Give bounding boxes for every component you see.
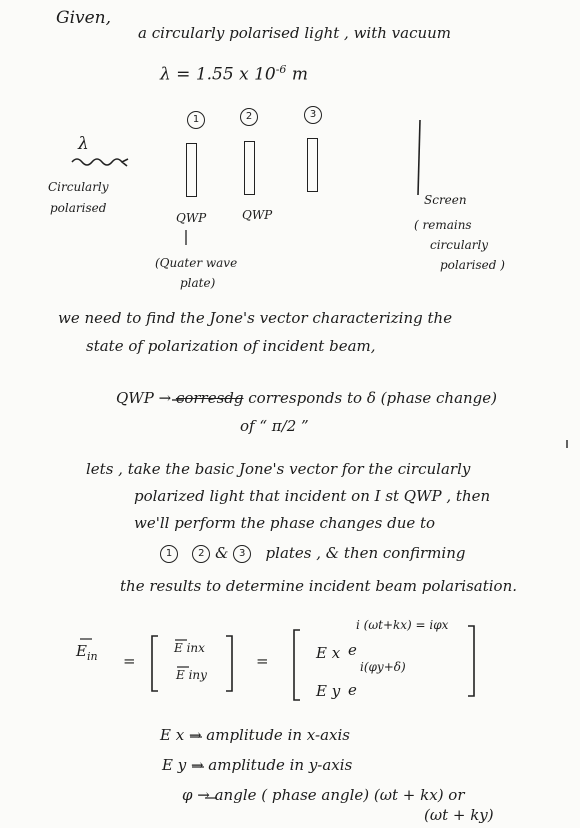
matrix-bracket-left [151,635,158,692]
field-y-exp-base: e [348,681,357,699]
given-label: Given, [56,8,112,28]
wavelength-equation: λ = 1.55 x 10-6 m [160,63,308,85]
screen-line [417,119,421,196]
matrix2-bracket-right [468,625,475,697]
task-line2: state of polarization of incident beam, [86,337,376,355]
field-x-exponent: i (ωt+kx) = iφx [356,618,449,632]
wave-arrow-icon [71,158,129,167]
plate-ref-1: 1 [160,545,178,563]
qwp-note-struck: corresdg [175,389,244,407]
matrix-bracket-right [226,635,233,692]
vector-component-x: E inx [174,641,205,655]
qwp-note-prefix: QWP → [116,389,172,407]
equals-sign-1: = [123,652,136,670]
plate-ref-3: 3 [233,545,252,563]
screen-note-line3: polarised ) [440,258,505,272]
definition-ey: E y → amplitude in y-axis [162,756,353,774]
qwp-note-rest: corresponds to δ (phase change) [248,389,498,407]
plan-line1: lets , take the basic Jone's vector for … [86,460,471,478]
vector-component-y: E iny [176,668,207,682]
field-y-exponent: i(φy+δ) [360,660,406,674]
field-y-amplitude: E y [316,682,341,700]
wave-plate-2 [244,141,255,195]
incident-field-subscript: in [86,650,98,663]
plan-ampersand: & [215,544,229,562]
screen-note-line1: ( remains [414,218,472,232]
plan-line4-rest: plates , & then confirming [265,544,466,562]
plan-line5: the results to determine incident beam p… [120,577,518,595]
matrix2-bracket-left [293,629,300,701]
wavelength-unit: m [291,64,308,85]
qwp-description-line2: plate) [180,276,216,290]
incident-field-symbol: Ein [76,642,98,663]
task-line1: we need to find the Jone's vector charac… [58,309,453,327]
qwp-note-line1: QWP → corresdg corresponds to δ (phase c… [116,389,497,407]
qwp-description-line1: (Quater wave [155,256,238,270]
incoming-label-line2: polarised [50,201,107,215]
plate-number-3: 3 [304,106,322,124]
wavelength-exponent: -6 [275,63,287,76]
wave-plate-1 [186,143,197,197]
plan-line2: polarized light that incident on I st QW… [134,487,491,505]
field-x-exp-base: e [348,641,357,659]
equals-sign-2: = [256,652,269,670]
definition-phi: φ → angle ( phase angle) (ωt + kx) or [182,786,465,804]
plate-number-2: 2 [240,108,258,126]
wavelength-value: λ = 1.55 x 10 [160,64,276,85]
screen-note-line2: circularly [430,238,489,252]
field-x-amplitude: E x [316,644,341,662]
plate-number-1: 1 [187,111,205,129]
lambda-symbol: λ [78,134,89,154]
qwp-label-1: QWP [176,211,207,225]
screen-label: Screen [424,193,467,207]
qwp-label-2: QWP [242,208,273,222]
wave-plate-3 [307,138,318,192]
plan-line3: we'll perform the phase changes due to [134,514,436,532]
definition-ex: E x → amplitude in x-axis [160,726,350,744]
plate-ref-2: 2 [192,545,211,563]
plan-line4: 1 2 & 3 plates , & then confirming [160,544,465,565]
incoming-label-line1: Circularly [48,180,109,194]
qwp-note-line2: of “ π/2 ” [240,417,309,435]
problem-statement: a circularly polarised light , with vacu… [138,24,452,42]
incident-field-letter: E [76,642,87,660]
definition-phi-alt: (ωt + ky) [424,806,494,824]
